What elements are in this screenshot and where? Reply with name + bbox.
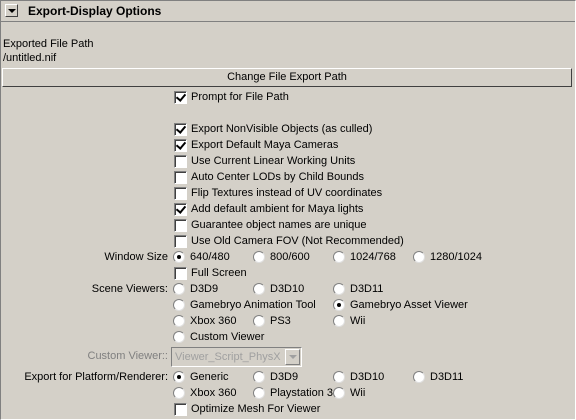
platform-d3d11-label: D3D11 xyxy=(430,371,464,383)
collapse-arrow-icon[interactable] xyxy=(5,4,18,17)
platform-wii-radio[interactable] xyxy=(333,387,345,399)
window-size-640-label: 640/480 xyxy=(190,251,230,263)
platform-d3d11-radio[interactable] xyxy=(413,371,425,383)
platform-wii-label: Wii xyxy=(350,387,366,399)
viewer-wii-label: Wii xyxy=(350,315,366,327)
platform-ps3-radio[interactable] xyxy=(253,387,265,399)
platform-d3d9-label: D3D9 xyxy=(270,371,299,383)
old-camera-fov-checkbox[interactable] xyxy=(174,235,187,248)
viewer-xbox360-label: Xbox 360 xyxy=(190,315,237,327)
default-ambient-checkbox[interactable] xyxy=(174,203,187,216)
scene-viewers-label: Scene Viewers: xyxy=(91,283,168,295)
auto-center-lods-checkbox[interactable] xyxy=(174,171,187,184)
window-size-1024-radio[interactable] xyxy=(333,251,345,263)
export-cameras-label: Export Default Maya Cameras xyxy=(191,139,339,151)
window-size-1280-radio[interactable] xyxy=(413,251,425,263)
window-size-640-radio[interactable] xyxy=(173,251,185,263)
flip-textures-checkbox[interactable] xyxy=(174,187,187,200)
optimize-mesh-label: Optimize Mesh For Viewer xyxy=(191,403,321,415)
viewer-d3d10-label: D3D10 xyxy=(270,283,305,295)
viewer-d3d11-radio[interactable] xyxy=(333,283,345,295)
viewer-animation-tool-label: Gamebryo Animation Tool xyxy=(190,299,316,311)
viewer-animation-tool-radio[interactable] xyxy=(173,299,185,311)
viewer-d3d9-radio[interactable] xyxy=(173,283,185,295)
custom-viewer-dropdown[interactable]: Viewer_Script_PhysX xyxy=(171,347,302,367)
auto-center-lods-label: Auto Center LODs by Child Bounds xyxy=(191,171,365,183)
viewer-wii-radio[interactable] xyxy=(333,315,345,327)
prompt-file-path-checkbox[interactable] xyxy=(174,91,187,104)
viewer-d3d11-label: D3D11 xyxy=(350,283,384,295)
platform-d3d10-label: D3D10 xyxy=(350,371,385,383)
custom-viewer-label: Custom Viewer:: xyxy=(87,350,169,362)
unique-names-label: Guarantee object names are unique xyxy=(191,219,367,231)
export-nonvisible-label: Export NonVisible Objects (as culled) xyxy=(191,123,373,135)
viewer-ps3-radio[interactable] xyxy=(253,315,265,327)
prompt-file-path-label: Prompt for File Path xyxy=(191,91,289,103)
viewer-d3d9-label: D3D9 xyxy=(190,283,219,295)
export-nonvisible-checkbox[interactable] xyxy=(174,123,187,136)
section-header[interactable]: Export-Display Options xyxy=(1,1,575,22)
unique-names-checkbox[interactable] xyxy=(174,219,187,232)
window-size-1280-label: 1280/1024 xyxy=(430,251,482,263)
platform-d3d10-radio[interactable] xyxy=(333,371,345,383)
change-export-path-button[interactable]: Change File Export Path xyxy=(2,68,572,87)
viewer-xbox360-radio[interactable] xyxy=(173,315,185,327)
platform-ps3-label: Playstation 3 xyxy=(270,387,333,399)
linear-units-label: Use Current Linear Working Units xyxy=(191,155,356,167)
full-screen-label: Full Screen xyxy=(191,267,247,279)
viewer-asset-viewer-label: Gamebryo Asset Viewer xyxy=(350,299,468,311)
full-screen-checkbox[interactable] xyxy=(174,267,187,280)
export-cameras-checkbox[interactable] xyxy=(174,139,187,152)
window-size-label: Window Size xyxy=(104,251,168,263)
viewer-d3d10-radio[interactable] xyxy=(253,283,265,295)
export-path-label: Exported File Path xyxy=(3,38,94,50)
platform-xbox360-radio[interactable] xyxy=(173,387,185,399)
flip-textures-label: Flip Textures instead of UV coordinates xyxy=(191,187,383,199)
window-size-800-label: 800/600 xyxy=(270,251,310,263)
optimize-mesh-checkbox[interactable] xyxy=(174,403,187,416)
custom-viewer-value: Viewer_Script_PhysX xyxy=(175,351,281,363)
viewer-custom-radio[interactable] xyxy=(173,331,185,343)
platform-d3d9-radio[interactable] xyxy=(253,371,265,383)
platform-label: Export for Platform/Renderer: xyxy=(24,371,168,383)
default-ambient-label: Add default ambient for Maya lights xyxy=(191,203,364,215)
window-size-800-radio[interactable] xyxy=(253,251,265,263)
dropdown-arrow-icon[interactable] xyxy=(285,349,300,365)
linear-units-checkbox[interactable] xyxy=(174,155,187,168)
export-path-value: /untitled.nif xyxy=(3,52,57,64)
platform-generic-radio[interactable] xyxy=(173,371,185,383)
section-title: Export-Display Options xyxy=(28,4,162,18)
old-camera-fov-label: Use Old Camera FOV (Not Recommended) xyxy=(191,235,404,247)
viewer-asset-viewer-radio[interactable] xyxy=(333,299,345,311)
platform-xbox360-label: Xbox 360 xyxy=(190,387,237,399)
window-size-1024-label: 1024/768 xyxy=(350,251,396,263)
platform-generic-label: Generic xyxy=(190,371,229,383)
viewer-ps3-label: PS3 xyxy=(270,315,291,327)
viewer-custom-label: Custom Viewer xyxy=(190,331,265,343)
